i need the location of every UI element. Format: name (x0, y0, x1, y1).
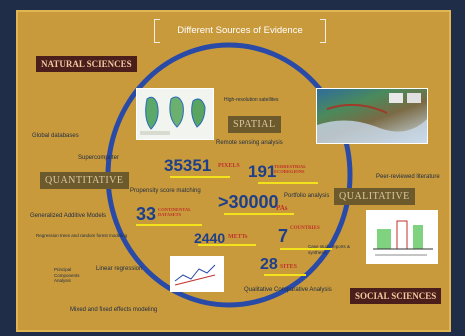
stat-pas-underline (224, 213, 294, 215)
stat-pixels-value: 35351 (164, 156, 212, 175)
method-mixed-models: Mixed and fixed effects modeling (70, 307, 158, 313)
method-propensity: Propensity score matching (130, 188, 201, 194)
method-pca: Principal Components Analysis (54, 267, 88, 284)
page-title: Different Sources of Evidence (177, 25, 303, 36)
stat-datasets-unit-label: CONTINENTAL DATASETS (158, 207, 191, 217)
stat-sites-unit: SITES (280, 264, 298, 270)
social-sciences-tag: SOCIAL SCIENCES (350, 288, 442, 304)
method-case-study: Case study reports & synthesis (308, 244, 356, 255)
satellite-graphic (317, 93, 427, 143)
stat-metts-unit: METTs (228, 234, 248, 240)
bar-chart-thumbnail (366, 210, 438, 264)
bar-chart-graphic (373, 220, 433, 256)
stat-sites-value: 28 (260, 256, 278, 273)
quantitative-tag: QUANTITATIVE (40, 172, 129, 189)
map-graphic (140, 96, 206, 135)
satellite-thumbnail (316, 88, 428, 144)
evidence-ring (105, 42, 353, 308)
method-qca: Qualitative Comparative Analysis (244, 287, 332, 293)
stat-ecoregions-unit: TERRESTRIAL ECOREGIONS (274, 164, 312, 174)
method-supercomputer: Supercomputer (78, 155, 120, 161)
stat-countries-underline (280, 248, 332, 250)
method-portfolio: Portfolio analysis (284, 193, 330, 199)
evidence-board: Different Sources of Evidence NATURAL SC… (16, 10, 451, 332)
bracket-right (320, 19, 326, 43)
bracket-left (154, 19, 160, 43)
stat-ecoregions-unit-label: TERRESTRIAL ECOREGIONS (274, 164, 307, 174)
method-linear-regression: Linear regression (96, 266, 143, 272)
stat-pas-value: >30000 (218, 192, 279, 212)
qualitative-tag: QUALITATIVE (334, 188, 415, 205)
title-frame: Different Sources of Evidence (154, 19, 326, 43)
stat-countries-unit: COUNTRIES (290, 226, 320, 231)
scatter-thumbnail (170, 256, 224, 292)
stat-pixels-unit: PIXELS (218, 163, 240, 169)
stat-ecoregions-underline (258, 182, 318, 184)
method-peer-review: Peer-reviewed literature (376, 174, 440, 180)
method-regression-trees: Regression trees and random forest model… (36, 233, 128, 239)
stat-countries-value: 7 (278, 226, 289, 246)
stat-sites-underline (264, 274, 306, 276)
stat-pas-unit: PAs (276, 204, 288, 212)
stat-pixels-underline (170, 176, 230, 178)
stat-datasets-value: 33 (136, 204, 157, 224)
method-remote-sensing: Remote sensing analysis (216, 140, 283, 146)
method-regression-trees-label: Regression trees and random forest model… (36, 233, 128, 238)
stat-ecoregions-value: 191 (248, 162, 277, 181)
method-high-res-satellites: High-resolution satellites (224, 97, 279, 103)
map-thumbnail (136, 88, 214, 140)
stat-metts-underline (198, 244, 256, 246)
method-case-study-label: Case study reports & synthesis (308, 244, 351, 255)
method-global-databases: Global databases (32, 133, 79, 139)
method-gam: Generalized Additive Models (30, 213, 107, 219)
stat-datasets-underline (136, 224, 202, 226)
stat-datasets-unit: CONTINENTAL DATASETS (158, 207, 198, 217)
stat-metts-value: 2440 (194, 230, 226, 246)
method-pca-label: Principal Components Analysis (54, 267, 80, 283)
scatter-graphic (174, 264, 216, 286)
spatial-tag: SPATIAL (228, 116, 281, 133)
natural-sciences-tag: NATURAL SCIENCES (36, 56, 137, 72)
